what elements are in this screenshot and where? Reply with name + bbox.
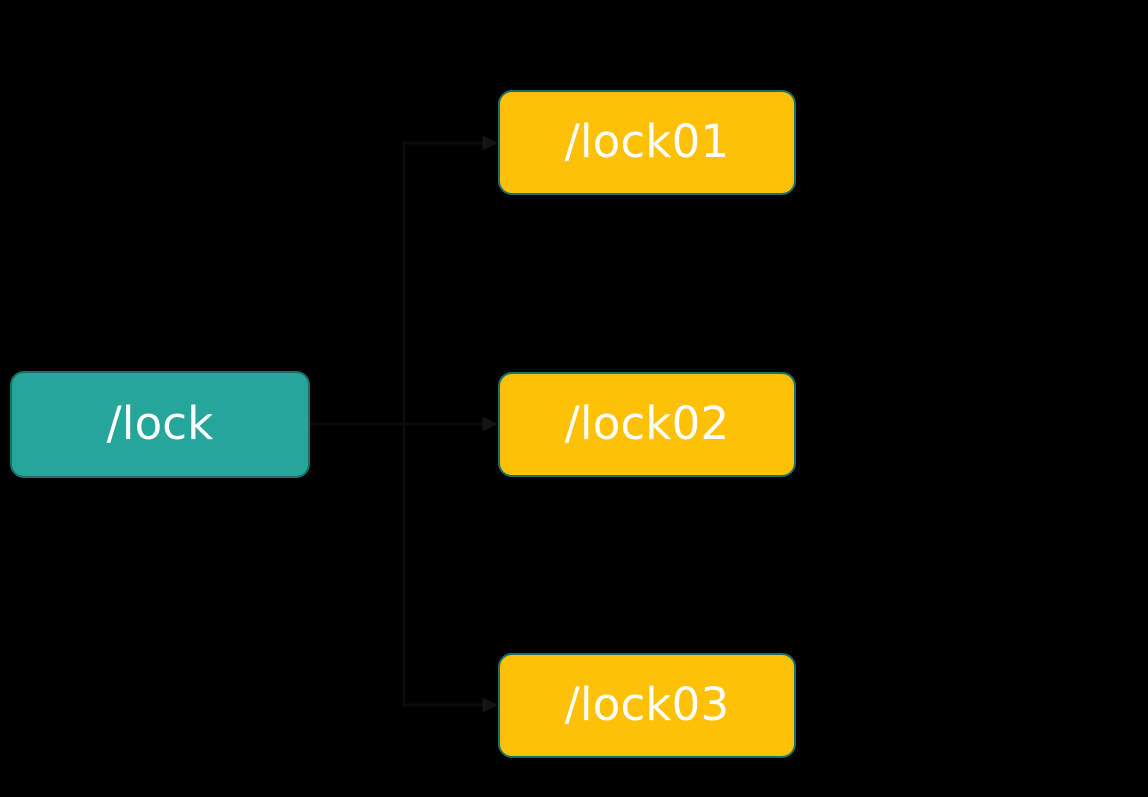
node-lock-label: /lock: [106, 397, 214, 450]
edge-lock-lock03: [310, 422, 498, 713]
node-lock02-label: /lock02: [564, 397, 730, 450]
node-lock01[interactable]: /lock01: [498, 90, 796, 195]
node-lock02[interactable]: /lock02: [498, 372, 796, 477]
edge-lock-lock01: [310, 135, 498, 426]
node-lock03[interactable]: /lock03: [498, 653, 796, 758]
node-lock03-label: /lock03: [564, 678, 730, 731]
node-lock01-label: /lock01: [564, 115, 730, 168]
node-lock[interactable]: /lock: [10, 371, 310, 478]
